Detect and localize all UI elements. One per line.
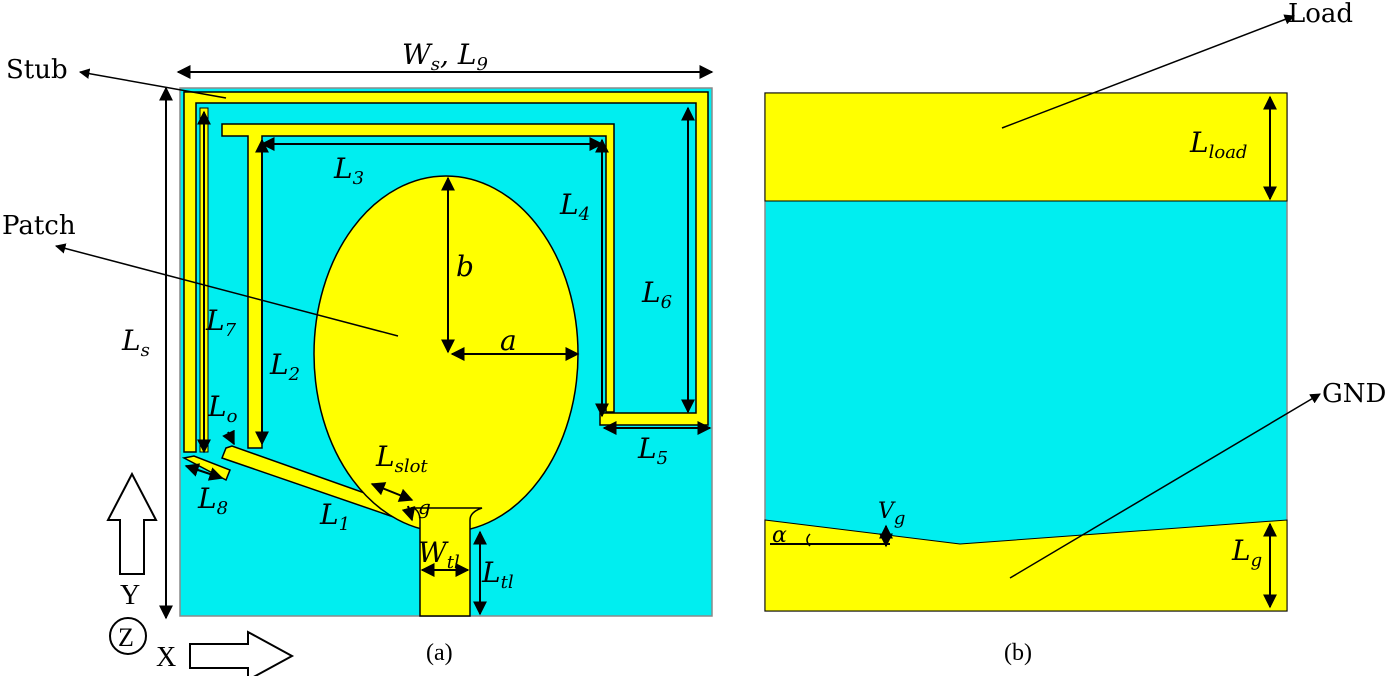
dim-ltl: Ltl	[481, 556, 514, 593]
dim-ls: Ls	[121, 324, 150, 361]
dim-l2: L2	[269, 348, 300, 385]
callout-load: Load	[1288, 0, 1353, 29]
callout-gnd: GND	[1322, 379, 1386, 409]
feed-line	[411, 507, 483, 617]
z-axis-circle-icon	[109, 617, 147, 655]
dim-wtl: Wtl	[418, 536, 460, 573]
caption-b: (b)	[1004, 640, 1032, 666]
callout-leaders-b	[1001, 14, 1321, 579]
dim-g: g	[418, 495, 431, 519]
dim-l1: L1	[319, 498, 350, 535]
dim-l5: L5	[637, 432, 668, 469]
y-axis-arrow-icon	[106, 471, 158, 575]
dim-lslot: Lslot	[375, 440, 428, 477]
dim-l3: L3	[333, 152, 364, 189]
dim-lload: Lload	[1189, 126, 1247, 163]
dim-lo: Lo	[207, 390, 238, 427]
axis-y-label: Y	[120, 580, 140, 611]
callout-patch: Patch	[2, 211, 76, 241]
dim-lg: Lg	[1231, 534, 1262, 571]
callout-stub: Stub	[6, 55, 68, 85]
dimension-lines-b	[770, 95, 1277, 609]
dim-b: b	[456, 250, 474, 283]
dim-ws-l9: Ws, L9	[402, 38, 488, 75]
axis-z-label: Z	[118, 623, 134, 652]
coordinate-axes: Y Z X	[106, 471, 295, 676]
ground-plane	[764, 519, 1288, 612]
dimension-lines	[159, 65, 714, 620]
dim-l6: L6	[641, 276, 672, 313]
stub-strip	[183, 91, 709, 453]
dim-a: a	[500, 324, 517, 357]
dim-alpha: α	[772, 523, 787, 548]
dim-l8: L8	[197, 482, 228, 519]
panel-a: Stub Patch Ws, L9 Ls L3 L4 L6 L5 L7 L2 L…	[2, 38, 714, 676]
load-strip	[764, 92, 1288, 202]
callout-leaders	[54, 68, 399, 337]
dim-l4: L4	[559, 188, 590, 225]
caption-a: (a)	[426, 640, 453, 666]
dim-l7: L7	[205, 304, 237, 341]
axis-x-label: X	[156, 642, 176, 673]
dim-vg: Vg	[878, 499, 905, 529]
x-axis-arrow-icon	[189, 630, 295, 676]
panel-b: Load GND Lload Lg Vg α (b)	[764, 0, 1386, 666]
